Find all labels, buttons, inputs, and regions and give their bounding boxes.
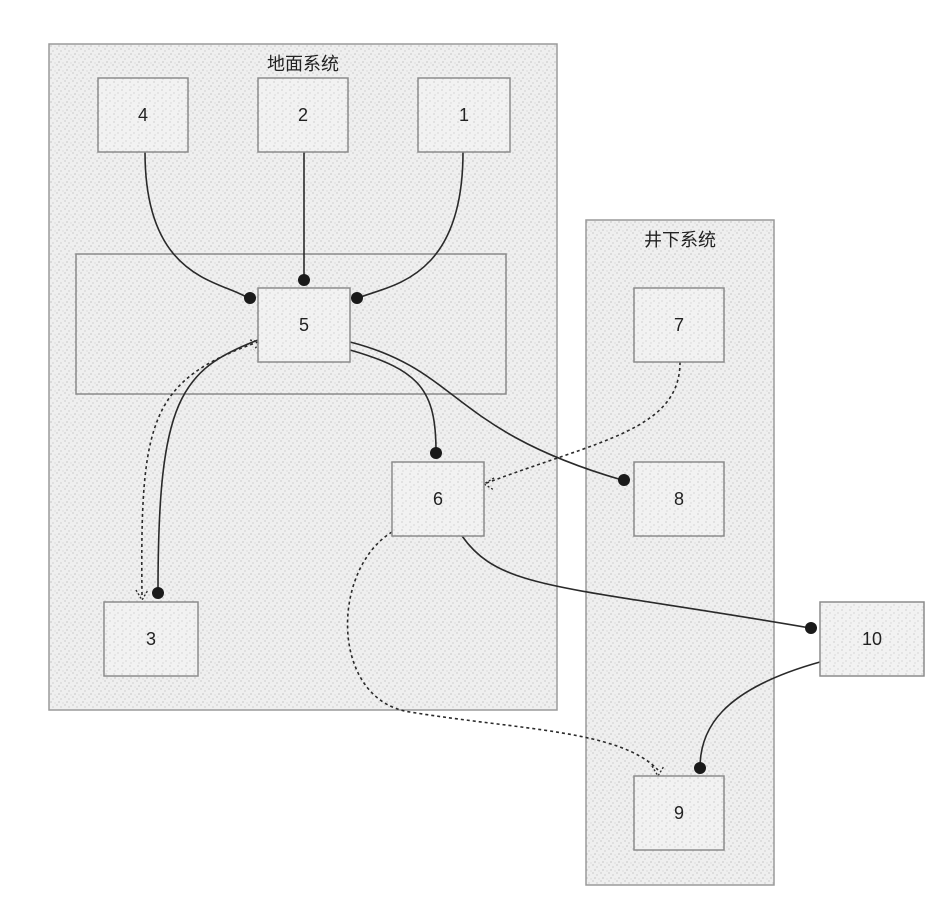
node-6-label: 6 — [433, 489, 443, 509]
node-5-label: 5 — [299, 315, 309, 335]
connector-dot-3-top — [152, 587, 164, 599]
node-1: 1 — [418, 78, 510, 152]
node-5: 5 — [258, 288, 350, 362]
connector-dot-5-top — [298, 274, 310, 286]
node-3-label: 3 — [146, 629, 156, 649]
node-9-label: 9 — [674, 803, 684, 823]
node-4: 4 — [98, 78, 188, 152]
connector-dot-5-left — [244, 292, 256, 304]
underground-system-label: 井下系统 — [644, 230, 716, 250]
node-7-label: 7 — [674, 315, 684, 335]
node-10: 10 — [820, 602, 924, 676]
connector-dot-8-left — [618, 474, 630, 486]
node-8: 8 — [634, 462, 724, 536]
connector-dot-5-right — [351, 292, 363, 304]
node-4-label: 4 — [138, 105, 148, 125]
connector-dot-6-top — [430, 447, 442, 459]
node-2-label: 2 — [298, 105, 308, 125]
node-3: 3 — [104, 602, 198, 676]
node-10-label: 10 — [862, 629, 882, 649]
node-9: 9 — [634, 776, 724, 850]
node-2: 2 — [258, 78, 348, 152]
surface-system-label: 地面系统 — [267, 54, 339, 74]
node-6: 6 — [392, 462, 484, 536]
connector-dot-10-left — [805, 622, 817, 634]
node-1-label: 1 — [459, 105, 469, 125]
connector-dot-9-top — [694, 762, 706, 774]
node-8-label: 8 — [674, 489, 684, 509]
node-7: 7 — [634, 288, 724, 362]
